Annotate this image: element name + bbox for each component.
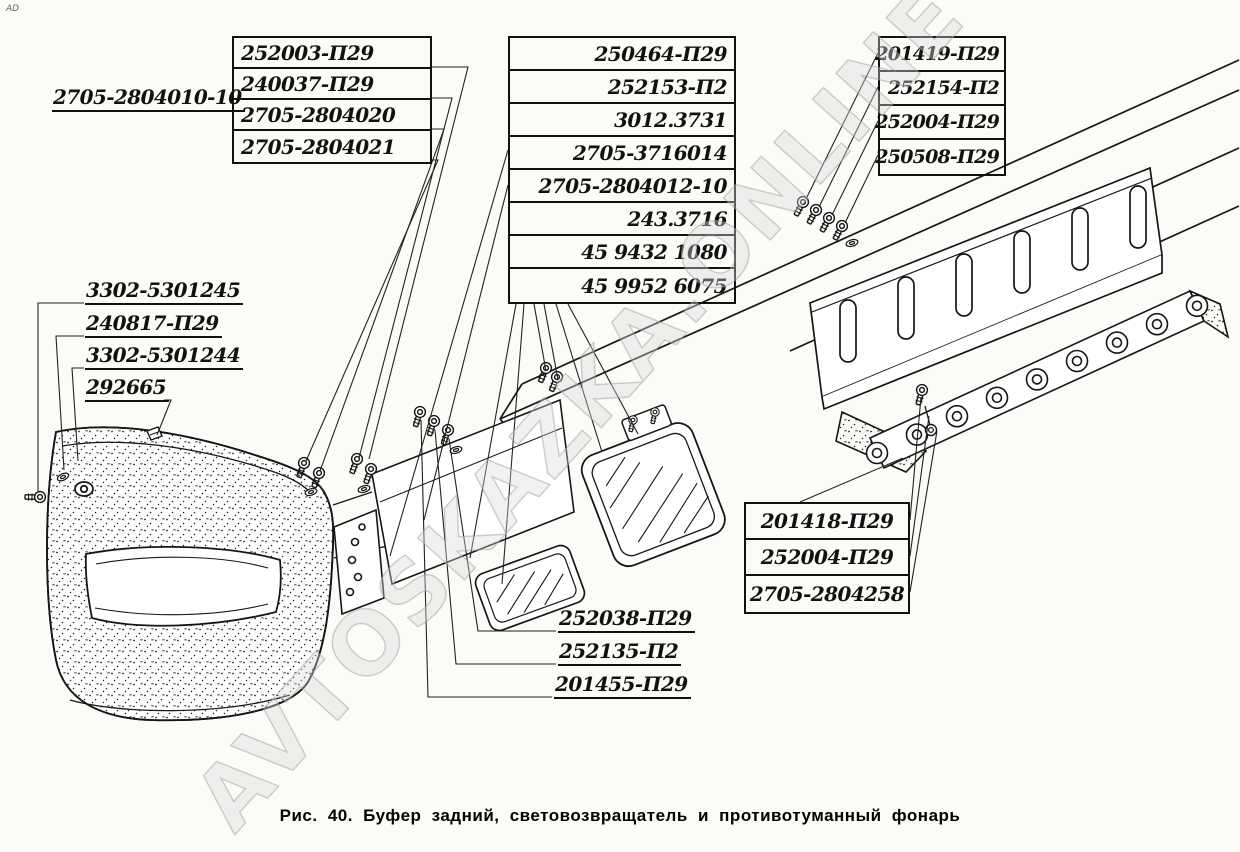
- part-label-row: 201419-П29: [875, 38, 1004, 72]
- part-number: 2705-3716014: [572, 140, 728, 165]
- part-number: 2705-2804021: [241, 134, 396, 159]
- part-label: 240817-П29: [85, 312, 222, 338]
- part-label: 3302-5301244: [85, 344, 244, 370]
- part-label-row: 252153-П2: [510, 71, 734, 104]
- part-label-row: 252003-П29: [234, 38, 430, 69]
- part-number: 2705-2804010-10: [52, 86, 245, 112]
- part-label-row: 2705-2804258: [746, 576, 908, 612]
- part-label: 292665: [85, 376, 169, 402]
- part-label-row: 2705-2804012-10: [510, 170, 734, 203]
- part-number: 45 9952 6075: [581, 273, 727, 298]
- part-label: 252038-П29: [558, 607, 695, 633]
- fog-lamp: [580, 422, 726, 568]
- leader-lines: [37, 52, 938, 698]
- part-number: 252004-П29: [875, 111, 999, 133]
- part-label-assembly: 2705-2804010-10: [52, 86, 245, 112]
- figure-caption: Рис. 40. Буфер задний, световозвращатель…: [279, 806, 961, 825]
- part-label: 3302-5301245: [85, 279, 244, 305]
- part-label-row: 2705-2804021: [234, 131, 430, 162]
- part-number: 240037-П29: [241, 71, 374, 96]
- step-plate: [809, 166, 1163, 411]
- part-label-row: 240037-П29: [234, 69, 430, 100]
- part-label: 252135-П2: [558, 640, 682, 666]
- part-label-row: 201418-П29: [746, 504, 908, 540]
- part-number: 252153-П2: [607, 74, 728, 99]
- part-number: 2705-2804020: [241, 102, 396, 127]
- part-label-row: 45 9952 6075: [510, 269, 734, 302]
- reflector: [474, 544, 586, 632]
- lamp-bracket: [333, 398, 575, 616]
- part-label-row: 3012.3731: [510, 104, 734, 137]
- part-label-row: 252004-П29: [875, 106, 1004, 140]
- part-number: 250464-П29: [594, 41, 727, 66]
- part-number: 243.3716: [627, 206, 727, 231]
- part-number: 252135-П2: [558, 640, 682, 666]
- part-number: 2705-2804258: [749, 582, 905, 606]
- bumper-recess: [84, 545, 282, 627]
- part-number: 3302-5301244: [85, 344, 244, 370]
- part-number: 252004-П29: [760, 545, 894, 569]
- part-number: 201419-П29: [875, 43, 999, 65]
- corner-mark: AD: [6, 4, 20, 14]
- part-number: 240817-П29: [85, 312, 222, 338]
- part-number: 201455-П29: [554, 673, 691, 699]
- callout-box-top-right: 201419-П29 252154-П2 252004-П29 250508-П…: [875, 36, 1006, 176]
- part-label-row: 2705-3716014: [510, 137, 734, 170]
- callout-box-top-middle: 250464-П29 252153-П2 3012.3731 2705-3716…: [508, 36, 736, 304]
- part-label-row: 252004-П29: [746, 540, 908, 576]
- part-number: 250508-П29: [875, 146, 999, 168]
- part-label-row: 45 9432 1080: [510, 236, 734, 269]
- part-number: 252038-П29: [558, 607, 695, 633]
- part-label-row: 243.3716: [510, 203, 734, 236]
- part-label: 201455-П29: [554, 673, 691, 699]
- part-number: 292665: [85, 376, 169, 402]
- part-number: 201418-П29: [760, 509, 894, 533]
- callout-box-top-left: 252003-П29 240037-П29 2705-2804020 2705-…: [232, 36, 432, 164]
- part-number: 252003-П29: [241, 40, 374, 65]
- part-number: 252154-П2: [887, 77, 1000, 99]
- part-number: 45 9432 1080: [581, 239, 727, 264]
- fasteners: [24, 193, 938, 504]
- part-label-row: 250464-П29: [510, 38, 734, 71]
- part-label-row: 250508-П29: [875, 140, 1004, 174]
- part-number: 2705-2804012-10: [538, 173, 727, 198]
- sill-strip: [835, 289, 1230, 473]
- part-label-row: 2705-2804020: [234, 100, 430, 131]
- bracket-plate: [333, 508, 385, 616]
- rear-bumper: [46, 426, 393, 722]
- part-label-row: 252154-П2: [880, 72, 1004, 106]
- part-number: 3012.3731: [614, 107, 728, 132]
- callout-box-right-middle: 201418-П29 252004-П29 2705-2804258: [744, 502, 910, 614]
- part-number: 3302-5301245: [85, 279, 244, 305]
